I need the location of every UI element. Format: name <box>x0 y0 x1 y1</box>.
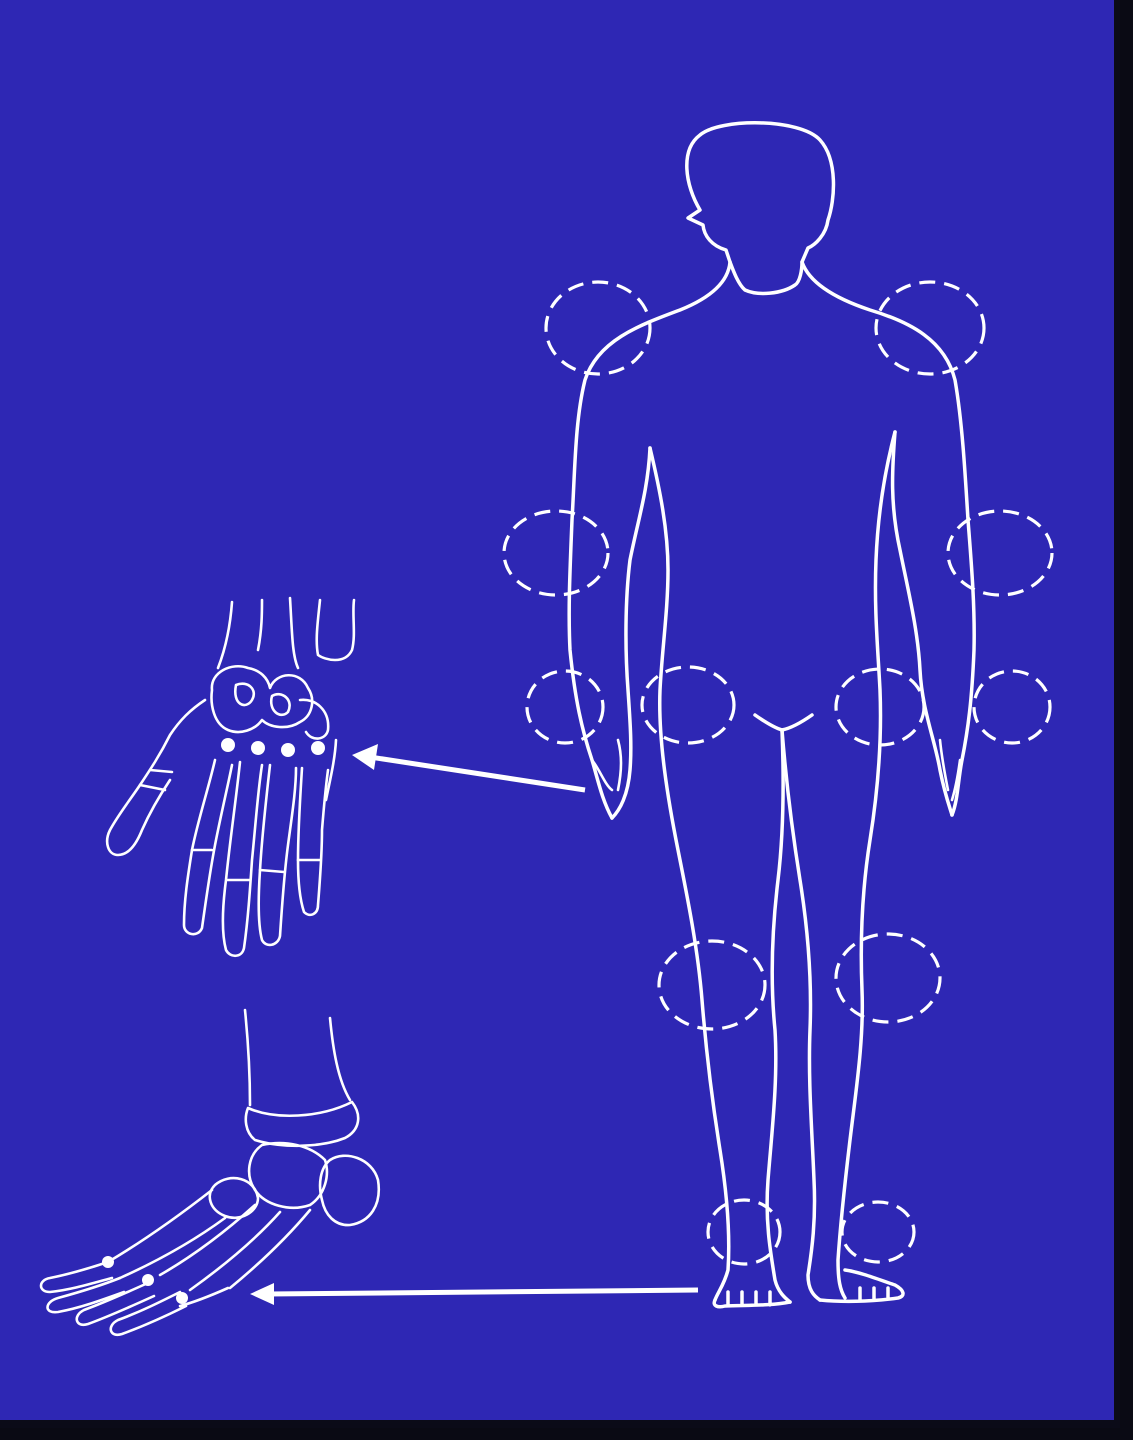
finger-ring <box>259 765 296 945</box>
right-foot <box>820 1270 903 1301</box>
mcp-joint-1 <box>221 738 235 752</box>
left-foot <box>714 1292 790 1307</box>
tibia-fibula <box>245 1010 350 1105</box>
hand-arrow-head <box>352 744 378 770</box>
body-outline <box>569 123 974 1307</box>
foot-arrow-shaft <box>268 1290 698 1294</box>
left-elbow-marker <box>504 511 608 595</box>
crotch <box>755 715 812 730</box>
toe-bones <box>41 1262 228 1335</box>
mtp-joint-3 <box>176 1292 188 1304</box>
right-knee-marker <box>836 934 940 1022</box>
finger-middle <box>223 762 262 956</box>
mcp-joint-4 <box>311 741 325 755</box>
hand-skeleton <box>107 598 354 956</box>
mcp-joint-2 <box>251 741 265 755</box>
hand-arrow <box>352 744 585 790</box>
mtp-joint-1 <box>102 1256 114 1268</box>
tarsal-bones <box>210 1143 327 1218</box>
joint-markers <box>504 282 1052 1264</box>
foot-arrow <box>250 1283 698 1305</box>
right-torso-arm-outline <box>802 262 974 815</box>
left-knee-marker <box>659 941 765 1029</box>
radius-bone <box>218 600 262 668</box>
foot-arrow-head <box>250 1283 274 1305</box>
right-inner-leg <box>782 730 820 1300</box>
left-inner-arm <box>612 448 650 818</box>
left-wrist-marker <box>527 671 603 743</box>
right-ankle-marker <box>842 1202 914 1262</box>
foot-skeleton <box>41 1010 379 1335</box>
right-torso-side <box>838 432 895 1298</box>
left-hand <box>592 740 621 790</box>
right-shoulder-marker <box>876 282 984 374</box>
left-inner-leg <box>767 730 790 1302</box>
carpal-bones <box>212 666 329 738</box>
left-torso-side <box>650 448 729 1300</box>
mcp-joint-3 <box>281 743 295 757</box>
right-elbow-marker <box>948 511 1052 595</box>
right-wrist-marker <box>974 671 1050 743</box>
head <box>687 123 834 294</box>
ulna-bone <box>290 598 354 668</box>
finger-little <box>298 768 328 915</box>
finger-index <box>184 760 232 934</box>
ankle-bones <box>246 1102 379 1225</box>
mtp-joint-2 <box>142 1274 154 1286</box>
left-hip-marker <box>642 667 734 743</box>
left-torso-arm-outline <box>569 262 730 818</box>
hand-arrow-shaft <box>370 757 585 790</box>
